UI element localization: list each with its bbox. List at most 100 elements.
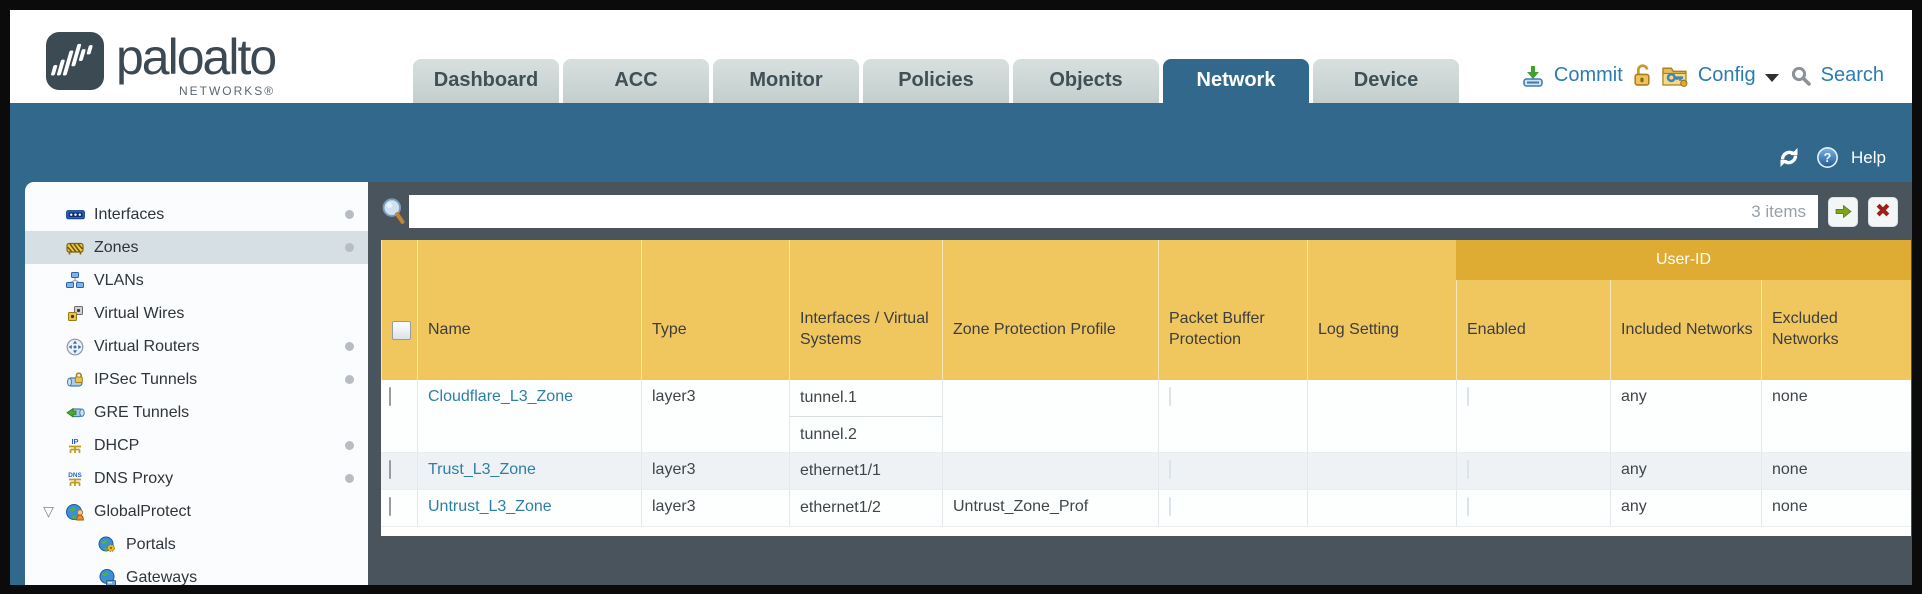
tab-objects[interactable]: Objects [1013,59,1159,103]
zone-interfaces-cell: ethernet1/2 [789,490,942,526]
select-all-checkbox[interactable] [392,320,411,340]
sidebar-item-virtual-routers[interactable]: Virtual Routers [25,330,368,363]
status-dot [345,243,354,252]
packet-buffer-checkbox [1169,387,1171,406]
user-id-enabled-checkbox [1467,387,1469,406]
main-area: Interfaces Zones VLANs Vir [10,182,1912,585]
brand-subtext: NETWORKS® [178,84,276,98]
status-dot [345,342,354,351]
packet-buffer-checkbox [1169,460,1171,479]
help-label[interactable]: Help [1851,147,1886,167]
tab-network[interactable]: Network [1163,59,1309,103]
table-row: Untrust_L3_Zone layer3 ethernet1/2 Untru… [381,490,1911,527]
zone-name-link[interactable]: Cloudflare_L3_Zone [428,388,573,405]
column-header-name[interactable]: Name [417,240,641,380]
included-networks-cell: any [1610,380,1761,452]
zone-type-cell: layer3 [641,380,789,452]
sidebar-item-label: DHCP [94,436,140,454]
clear-filter-button[interactable]: ✖ [1868,196,1898,227]
tab-device[interactable]: Device [1313,59,1459,103]
config-button[interactable]: Config [1697,64,1756,86]
sidebar-item-globalprotect[interactable]: ▽ GlobalProtect [25,495,368,528]
table-row: Cloudflare_L3_Zone layer3 tunnel.1 tunne… [381,380,1911,453]
sidebar-item-portals[interactable]: Portals [25,528,368,561]
apply-filter-button[interactable] [1828,196,1858,227]
log-setting-cell [1307,380,1456,452]
sidebar-item-label: GlobalProtect [94,502,191,520]
tab-policies[interactable]: Policies [863,59,1009,103]
commit-button[interactable]: Commit [1553,64,1623,86]
gateways-icon [97,569,117,585]
user-id-enabled-checkbox [1467,460,1469,479]
table-row: Trust_L3_Zone layer3 ethernet1/1 any non… [381,453,1911,490]
sidebar-item-label: Portals [126,535,176,553]
zone-protection-cell: Untrust_Zone_Prof [942,490,1158,526]
column-header-excluded-networks[interactable]: Excluded Networks [1761,240,1911,380]
portals-icon [97,536,117,554]
sidebar-item-gateways[interactable]: Gateways [25,561,368,585]
excluded-networks-cell: none [1761,490,1911,526]
tab-dashboard[interactable]: Dashboard [413,59,559,103]
virtual-wires-icon [65,305,85,323]
excluded-networks-cell: none [1761,453,1911,489]
sidebar-item-label: Gateways [126,568,198,586]
sidebar-item-label: Zones [94,238,139,256]
help-icon[interactable]: ? [1816,146,1839,169]
column-header-included-networks[interactable]: Included Networks [1610,240,1761,380]
paloalto-logo-icon [46,32,104,90]
config-icon [1662,67,1688,87]
svg-text:DNS: DNS [68,472,82,479]
column-header-log-setting[interactable]: Log Setting [1307,240,1456,380]
row-checkbox[interactable] [389,497,391,516]
status-dot [345,474,354,483]
sidebar-item-zones[interactable]: Zones [25,231,368,264]
expand-triangle-icon[interactable]: ▽ [43,503,54,519]
banner: ? Help [10,103,1912,182]
green-arrow-icon [1835,204,1852,219]
zone-name-link[interactable]: Trust_L3_Zone [428,461,536,478]
sidebar-item-interfaces[interactable]: Interfaces [25,198,368,231]
sidebar-item-label: Virtual Routers [94,337,200,355]
sidebar-item-dhcp[interactable]: IP DHCP [25,429,368,462]
lock-icon[interactable] [1632,64,1653,87]
sidebar-item-label: DNS Proxy [94,469,174,487]
row-checkbox[interactable] [389,387,391,406]
status-dot [345,210,354,219]
filter-input[interactable] [409,195,1818,228]
sidebar-item-dns-proxy[interactable]: DNS DNS Proxy [25,462,368,495]
ipsec-tunnels-icon [65,371,85,389]
status-dot [345,441,354,450]
column-header-zone-protection-profile[interactable]: Zone Protection Profile [942,240,1158,380]
included-networks-cell: any [1610,453,1761,489]
column-header-enabled[interactable]: Enabled [1456,240,1610,380]
sidebar-item-ipsec-tunnels[interactable]: IPSec Tunnels [25,363,368,396]
paloalto-logo: paloalto NETWORKS® [46,28,277,98]
virtual-routers-icon [65,338,85,356]
search-button[interactable]: Search [1820,64,1884,86]
zone-type-cell: layer3 [641,453,789,489]
vlans-icon [65,272,85,290]
svg-text:IP: IP [71,437,78,446]
column-header-interfaces[interactable]: Interfaces / Virtual Systems [789,240,942,380]
column-header-packet-buffer-protection[interactable]: Packet Buffer Protection [1158,240,1307,380]
sidebar-item-gre-tunnels[interactable]: GRE Tunnels [25,396,368,429]
header-actions: Commit Config Search [1521,64,1884,87]
svg-text:?: ? [1824,151,1832,165]
sidebar-item-vlans[interactable]: VLANs [25,264,368,297]
zone-interfaces-cell: tunnel.1 tunnel.2 [789,380,942,452]
row-checkbox[interactable] [389,460,391,479]
refresh-icon[interactable] [1774,145,1804,170]
column-header-type[interactable]: Type [641,240,789,380]
tab-acc[interactable]: ACC [563,59,709,103]
sidebar-item-label: Virtual Wires [94,304,185,322]
dhcp-icon: IP [65,437,85,455]
chevron-down-icon[interactable] [1764,73,1779,82]
zone-name-link[interactable]: Untrust_L3_Zone [428,498,552,515]
sidebar-item-virtual-wires[interactable]: Virtual Wires [25,297,368,330]
excluded-networks-cell: none [1761,380,1911,452]
sidebar-item-label: Interfaces [94,205,165,223]
zone-interfaces-cell: ethernet1/1 [789,453,942,489]
tab-monitor[interactable]: Monitor [713,59,859,103]
top-bar: paloalto NETWORKS® Dashboard ACC Monitor… [10,10,1912,103]
log-setting-cell [1307,490,1456,526]
